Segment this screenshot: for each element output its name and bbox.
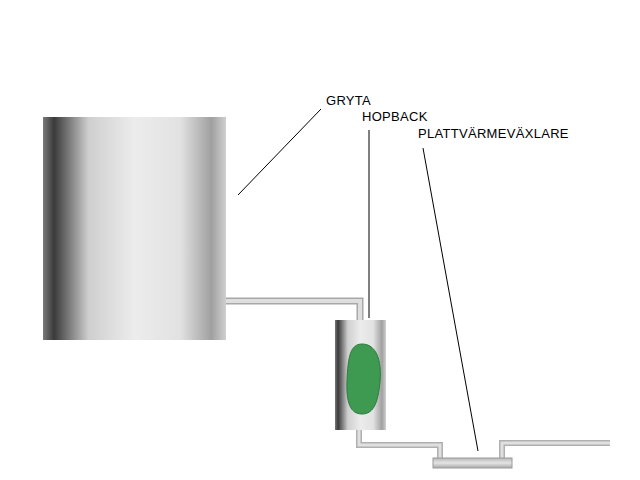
leader-line xyxy=(423,148,478,451)
part-label: HOPBACK xyxy=(362,109,428,125)
hops xyxy=(347,344,381,414)
kettle xyxy=(43,117,226,340)
plate-heat-exchanger xyxy=(433,458,512,468)
leader-line xyxy=(238,109,321,195)
pipes xyxy=(226,301,610,460)
leader-line xyxy=(369,130,370,318)
leader-lines xyxy=(238,109,478,451)
part-label: PLATTVÄRMEVÄXLARE xyxy=(418,126,569,142)
part-label: GRYTA xyxy=(326,93,371,109)
hopback-vessel xyxy=(335,320,386,430)
